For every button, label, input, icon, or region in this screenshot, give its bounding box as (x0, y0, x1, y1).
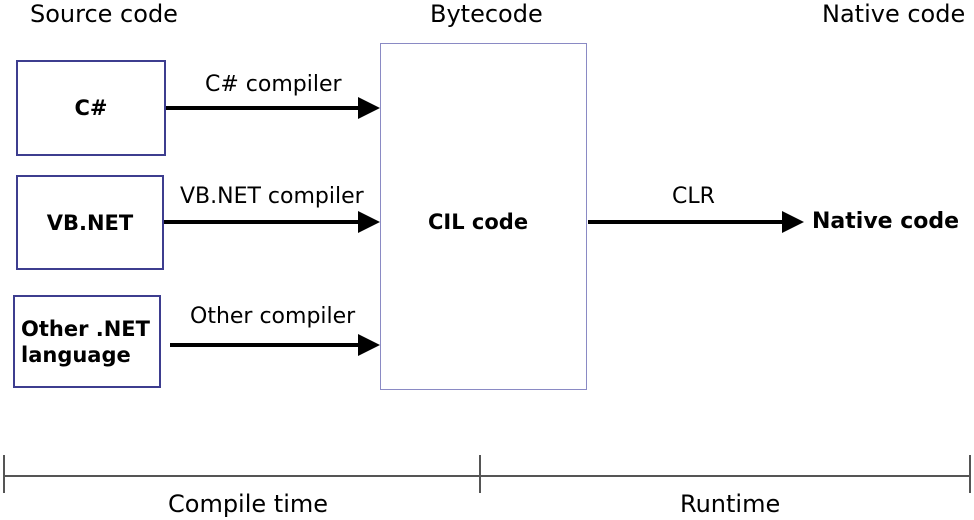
edge-label-other-compiler: Other compiler (190, 304, 356, 329)
bytecode-box-cil[interactable] (380, 43, 587, 390)
arrow-head-icon-other-compiler (358, 334, 380, 356)
column-header-bytecode: Bytecode (430, 0, 543, 28)
source-box-vbnet[interactable]: VB.NET (16, 175, 164, 270)
edge-line-clr (588, 220, 782, 224)
source-box-csharp[interactable]: C# (16, 60, 166, 156)
edge-line-csharp-compiler (166, 106, 358, 110)
output-label-native-code: Native code (812, 209, 960, 234)
arrow-head-icon-vbnet-compiler (358, 211, 380, 233)
timeline-axis (3, 475, 971, 477)
arrow-head-icon-csharp-compiler (358, 97, 380, 119)
timeline-label-runtime: Runtime (680, 490, 781, 518)
timeline-tick-start (3, 455, 5, 493)
edge-label-clr: CLR (672, 184, 715, 209)
edge-label-csharp-compiler: C# compiler (205, 72, 342, 97)
source-box-other-dotnet[interactable]: Other .NET language (13, 295, 161, 388)
source-box-vbnet-label: VB.NET (46, 210, 134, 235)
column-header-source-code: Source code (30, 0, 178, 28)
edge-line-vbnet-compiler (164, 220, 358, 224)
bytecode-box-cil-label: CIL code (428, 210, 529, 234)
arrow-head-icon-clr (782, 211, 804, 233)
edge-label-vbnet-compiler: VB.NET compiler (180, 184, 364, 209)
timeline-tick-end (969, 455, 971, 493)
timeline-tick-middle (479, 455, 481, 493)
column-header-native-code: Native code (822, 0, 966, 28)
source-box-other-dotnet-label: Other .NET language (21, 316, 150, 367)
timeline-label-compile-time: Compile time (168, 490, 329, 518)
source-box-csharp-label: C# (74, 96, 108, 120)
edge-line-other-compiler (170, 343, 358, 347)
